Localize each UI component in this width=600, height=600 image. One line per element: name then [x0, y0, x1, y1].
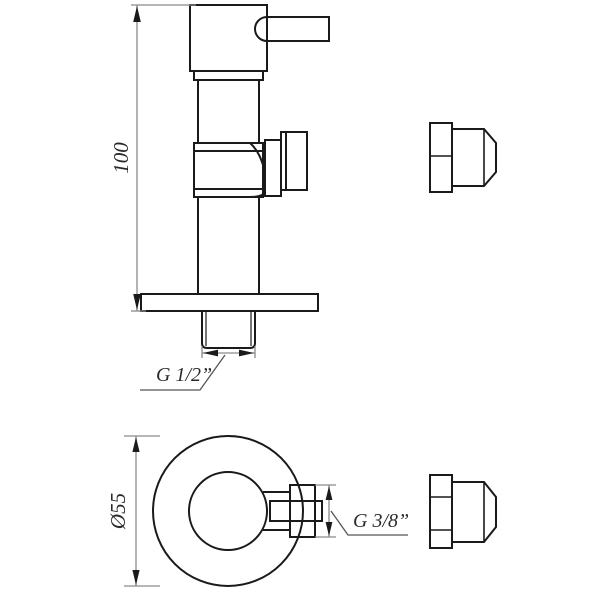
valve-outlet-neck: [264, 139, 282, 197]
dimension-outlet-thread: [315, 484, 336, 538]
dimension-height-100: [131, 4, 196, 312]
front-elevation-view: [140, 4, 330, 349]
bottom-plan-view: [152, 435, 323, 587]
valve-mid-body: [193, 150, 264, 190]
valve-upper-body: [197, 79, 260, 144]
dim-outlet-arrow-top: [325, 486, 333, 500]
valve-upper-collar: [193, 70, 264, 81]
detail-upper-hex-body: [429, 122, 453, 193]
dimension-flange-diameter: [124, 435, 160, 587]
inlet-nut-detail-upper: [429, 122, 497, 193]
dim-height-label: 100: [109, 142, 133, 174]
valve-top-cap: [189, 4, 268, 72]
dim-dia-arrow-bottom: [132, 570, 140, 585]
dim-height-arrow-top: [133, 6, 141, 22]
detail-lower-hex-body: [429, 474, 453, 549]
dim-inlet-arrow-left: [203, 349, 218, 357]
inlet-nut-detail-lower: [429, 474, 497, 549]
valve-outlet-nut: [280, 131, 308, 191]
plan-outlet-nut: [289, 484, 316, 538]
valve-mid-collar-bottom: [193, 188, 264, 198]
valve-flange-plate: [140, 293, 319, 312]
plan-inner-circle: [188, 471, 268, 551]
valve-lower-body: [197, 196, 260, 295]
valve-inlet-spigot: [201, 311, 256, 349]
dim-outlet-label: G 3/8”: [353, 510, 409, 532]
dim-inlet-arrow-right: [239, 349, 254, 357]
dim-inlet-label: G 1/2”: [156, 364, 212, 386]
detail-upper-cone: [451, 128, 497, 187]
valve-handle-lever: [254, 16, 330, 42]
plan-outer-circle: [152, 435, 304, 587]
dim-outlet-arrow-bottom: [325, 522, 333, 536]
dim-dia-label: Ø55: [106, 493, 130, 530]
dim-inlet-leader: [140, 354, 226, 391]
dim-outlet-leader: [330, 510, 408, 536]
dim-dia-arrow-top: [132, 437, 140, 452]
dim-height-arrow-bottom: [133, 294, 141, 310]
detail-lower-cone: [451, 481, 497, 543]
